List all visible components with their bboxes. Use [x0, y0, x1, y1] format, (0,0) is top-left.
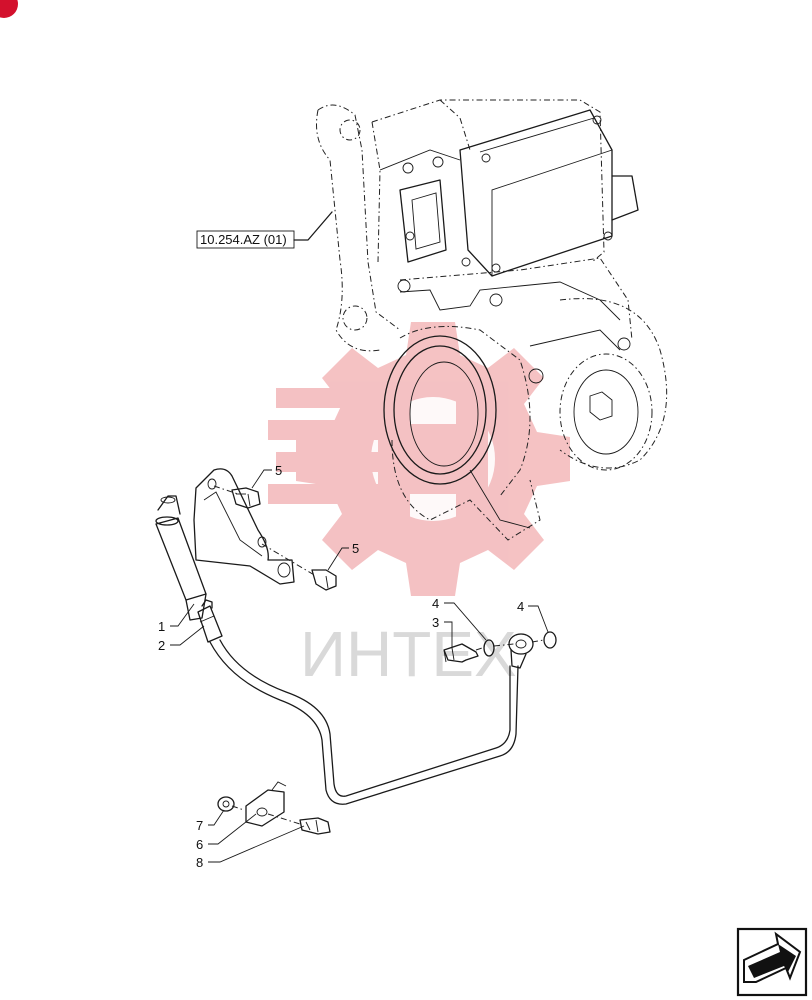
part-5-bolt	[231, 487, 261, 509]
part-7-washer	[217, 796, 235, 812]
svg-text:7: 7	[196, 818, 203, 833]
next-page-arrow-icon[interactable]	[736, 927, 808, 997]
svg-text:1: 1	[158, 619, 165, 634]
watermark-text: ИНТЕХ	[300, 618, 517, 690]
corner-badge-icon	[0, 0, 18, 18]
part-2-pipe	[197, 599, 534, 805]
callout-6[interactable]: 6	[196, 813, 257, 852]
svg-text:8: 8	[196, 855, 203, 870]
callout-7[interactable]: 7	[196, 809, 225, 833]
watermark-gear-icon	[268, 322, 570, 596]
callout-8[interactable]: 8	[196, 825, 305, 870]
svg-text:2: 2	[158, 638, 165, 653]
svg-text:4: 4	[517, 599, 524, 614]
callout-2[interactable]: 2	[158, 625, 205, 653]
svg-text:5: 5	[275, 463, 282, 478]
part-3-banjo-bolt	[443, 643, 479, 663]
part-1-bracket	[155, 468, 295, 621]
housing-assembly	[316, 99, 668, 541]
svg-text:3: 3	[432, 615, 439, 630]
assembly-lines	[213, 485, 545, 825]
svg-text:5: 5	[352, 541, 359, 556]
part-6-clamp	[245, 781, 287, 827]
part-8-screw	[299, 817, 331, 835]
watermark: ИНТЕХ	[268, 322, 570, 690]
part-4-seal-ring	[483, 639, 495, 657]
svg-text:6: 6	[196, 837, 203, 852]
callout-5b[interactable]: 5	[327, 541, 359, 571]
svg-text:4: 4	[432, 596, 439, 611]
callout-5a[interactable]: 5	[251, 463, 282, 489]
callout-4b[interactable]: 4	[517, 599, 549, 633]
part-4-seal-ring	[543, 631, 557, 649]
reference-label[interactable]: 10.254.AZ (01)	[196, 211, 333, 249]
callout-4a[interactable]: 4	[432, 596, 487, 641]
callout-3[interactable]: 3	[432, 615, 453, 648]
reference-label-text: 10.254.AZ (01)	[200, 232, 287, 247]
callout-1[interactable]: 1	[158, 603, 195, 634]
part-5-bolt	[311, 569, 337, 591]
